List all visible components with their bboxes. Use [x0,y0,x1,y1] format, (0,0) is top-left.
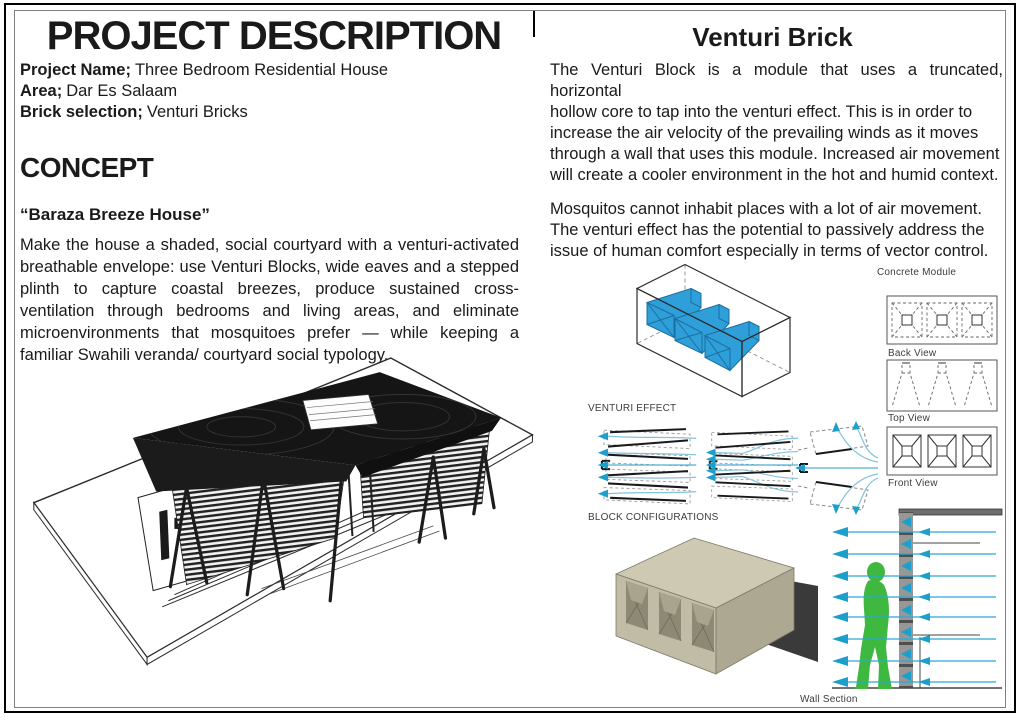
venturi-effect-diagram-2 [705,430,799,502]
wall-section-diagram [832,508,1003,689]
block-holes [625,580,715,653]
field-value: Venturi Bricks [146,103,248,121]
streamlines [608,435,697,495]
block-wall [899,512,913,688]
page-inner-border [14,10,1006,708]
block-edges [799,448,853,488]
flow-arrows [597,432,609,498]
field-area: Area;Dar Es Salaam [20,81,388,102]
airflow-arrows [832,527,996,687]
project-fields: Project Name;Three Bedroom Residential H… [20,60,388,123]
column-divider-stub [533,11,535,37]
block-edges [708,430,791,500]
field-brick-selection: Brick selection;Venturi Bricks [20,102,388,123]
veranda-posts [347,465,375,537]
back-view-label: Back View [888,348,937,359]
wireframe-box [635,263,792,398]
page-outer-border [4,3,1016,713]
venturi-brick-title: Venturi Brick [692,22,853,52]
block-configurations-label: BLOCK CONFIGURATIONS [588,512,719,523]
venturi-effect-diagram-3 [795,421,879,515]
concept-paragraph: Make the house a shaded, social courtyar… [20,236,519,364]
field-label: Project Name; [20,61,131,79]
front-view-label: Front View [888,478,938,489]
venturi-module-illustration [635,263,792,398]
paragraph-text: hollow core to tap into the venturi effe… [550,103,1000,184]
human-figure [854,562,892,689]
paragraph-line: horizontal [550,82,622,100]
roof [132,372,502,492]
front-view-diagram [886,426,998,476]
field-label: Brick selection; [20,103,143,121]
wall-section-label: Wall Section [800,694,858,705]
courtyard-opening [302,394,379,431]
venturi-effect-label: VENTURI EFFECT [588,403,677,414]
field-value: Dar Es Salaam [66,82,178,100]
flow-arrows [705,448,716,482]
concept-subtitle: “Baraza Breeze House” [20,205,210,224]
back-view-diagram [886,295,998,345]
venturi-effect-diagram-1 [597,428,697,505]
block-edges [600,428,689,502]
top-view-diagram [886,359,998,412]
field-project-name: Project Name;Three Bedroom Residential H… [20,60,388,81]
support-struts [168,447,496,603]
veranda-floor-lines [261,525,440,596]
page-title: PROJECT DESCRIPTION [46,14,502,58]
field-value: Three Bedroom Residential House [134,61,389,79]
field-label: Area; [20,82,63,100]
house-rendering-svg [32,357,534,667]
venturi-paragraph-2: Mosquitos cannot inhabit places with a l… [550,200,989,260]
paragraph-line: The Venturi Block is a module that uses … [550,61,1003,79]
top-view-label: Top View [888,413,930,424]
concrete-module-label: Concrete Module [877,267,957,278]
concrete-block-render [614,537,818,675]
concept-heading: CONCEPT [20,152,154,183]
venturi-paragraph-1: The Venturi Block is a module that uses … [550,60,1003,186]
flow-arrows [795,421,860,515]
